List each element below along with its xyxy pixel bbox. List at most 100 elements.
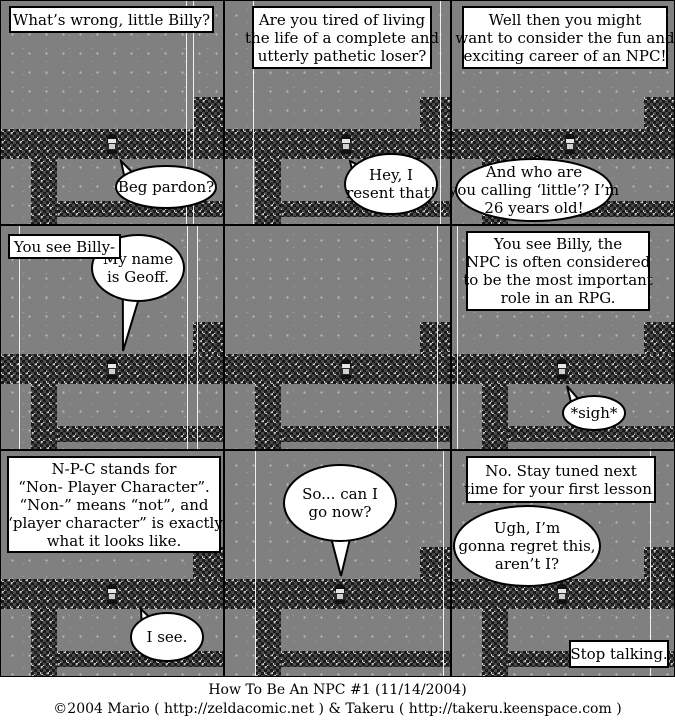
billy-sprite [562,134,578,154]
rock-wall [255,609,281,676]
caption-line: You see Billy- [13,237,116,256]
rock-wall [420,322,450,354]
rock-wall [57,426,223,442]
caption-line: the life of a complete and [245,28,439,47]
waterfall-line [253,1,254,224]
speech-line: So... can I [302,485,378,503]
waterfall-line [186,1,187,224]
speech-bubble-tail [121,292,141,352]
speech-line: *sigh* [570,404,618,422]
speech-line: gonna regret this, [458,537,596,555]
billy-sprite [104,359,120,379]
waterfall-line [197,226,198,449]
rock-wall [31,384,57,449]
speech-bubble [283,464,397,577]
rock-wall [644,547,674,579]
speech-bubble [130,606,204,662]
speech-bubble [453,505,601,587]
comic-credits: ©2004 Mario ( http://zeldacomic.net ) & … [53,701,622,717]
rock-wall [420,97,450,129]
caption-line: “player character” is exactly [5,513,223,532]
rock-wall [31,609,57,676]
caption-line: Are you tired of living [258,10,426,29]
caption-line: what it looks like. [46,531,182,550]
billy-sprite [104,584,120,604]
billy-sprite [554,359,570,379]
comic-title: How To Be An NPC #1 (11/14/2004) [208,682,467,698]
billy-sprite [104,134,120,154]
caption-line: want to consider the fun and [455,28,675,47]
speech-line: 26 years old! [484,199,584,217]
caption-line: to be the most important [463,271,653,289]
rock-wall [255,384,281,449]
caption-line: time for your first lesson! [464,479,658,498]
caption-line: Well then you might [488,10,642,29]
caption-line: No. Stay tuned next [485,461,637,480]
rock-wall [644,97,674,129]
billy-sprite [338,134,354,154]
caption-line: What’s wrong, little Billy? [12,10,211,29]
caption-line: utterly pathetic loser? [257,46,427,65]
comic-panel-1: Beg pardon? What’s wrong, little Billy? [0,0,224,225]
caption-line: NPC is often considered [465,253,651,271]
caption-line: “Non-” means “not”, and [19,495,209,514]
rock-wall [193,97,223,129]
rock-wall [31,159,57,224]
waterfall-line [650,451,651,676]
rock-wall [644,322,674,354]
rock-wall [420,547,450,579]
rock-wall [452,129,674,159]
speech-line: I see. [146,628,188,646]
speech-line: Beg pardon? [117,178,215,196]
billy-sprite [554,584,570,604]
rock-wall [482,384,508,449]
caption-line: role in an RPG. [500,289,616,307]
waterfall-line [193,1,194,224]
caption-line: N-P-C stands for [51,459,177,478]
rock-wall [281,651,450,667]
speech-line: you calling ‘little’? I’m [451,181,620,199]
waterfall-line [443,451,444,676]
caption-line: “Non- Player Character”. [18,477,210,496]
rock-wall [193,322,223,354]
rock-wall [482,609,508,676]
waterfall-line [440,1,441,224]
speech-bubble-text: *sigh* [563,396,625,430]
comic-panel-5 [224,225,451,450]
speech-bubble-text: Beg pardon? [116,166,216,208]
speech-bubble [115,157,217,209]
comic-panel-7: I see. N-P-C stands for“Non- Player Chara… [0,450,224,677]
rock-wall [225,354,450,384]
speech-line: go now? [308,503,372,521]
waterfall-line [19,226,20,449]
narration-caption: You see Billy- [8,234,121,259]
caption-line: exciting career of an NPC! [463,46,667,65]
waterfall-line [187,226,188,449]
rock-wall [225,129,450,159]
waterfall-line [437,226,438,449]
speech-line: aren’t I? [494,555,560,573]
speech-line: is Geoff. [106,268,170,286]
narration-caption-bottom: Stop talking. [569,640,669,668]
rock-wall [452,354,674,384]
speech-line: Ugh, I’m [493,519,561,537]
speech-line: Hey, I [369,166,413,184]
narration-caption: What’s wrong, little Billy? [9,6,214,33]
billy-sprite [332,584,348,604]
speech-line: And who are [485,163,583,181]
speech-bubble [344,153,438,215]
